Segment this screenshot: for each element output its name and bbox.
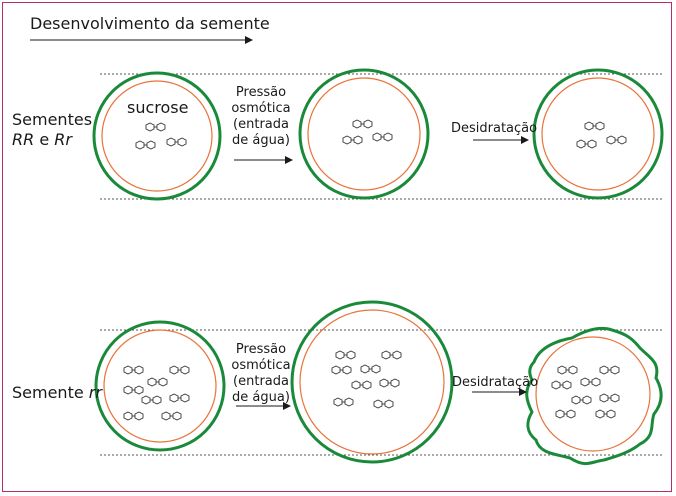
row-bottom-step2-label: Desidratação: [452, 375, 539, 390]
seed-top-2: [298, 68, 430, 200]
seed-top-1: [92, 71, 222, 201]
figure-title: Desenvolvimento da semente: [30, 14, 270, 33]
row-top-label: Sementes RR e Rr: [12, 110, 92, 150]
seed-top-3: [532, 68, 664, 200]
row-top-step1-label: Pressão osmótica (entrada de água): [231, 85, 291, 148]
row-top-step2-label: Desidratação: [451, 121, 538, 136]
seed-bottom-1: [94, 320, 226, 452]
row-top-label-line1: Sementes: [12, 110, 93, 129]
row-top-label-line2: RR e Rr: [12, 130, 72, 149]
row-bottom-step1-label: Pressão osmótica (entrada de água): [231, 342, 291, 405]
seed-bottom-2: [290, 300, 454, 464]
seed-bottom-3: [525, 326, 663, 466]
row-bottom-label: Semente rr: [12, 383, 102, 402]
figure-frame: [2, 2, 672, 492]
sucrose-label: sucrose: [127, 98, 189, 117]
